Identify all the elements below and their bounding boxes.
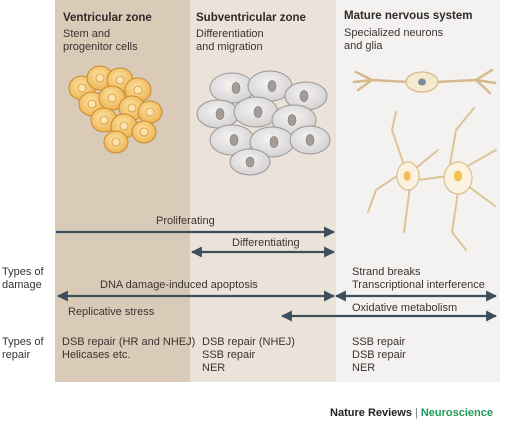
mature-damage-types: Strand breaks Transcriptional interferen… [352, 266, 485, 291]
mature-system-subtitle: Specialized neurons and glia [344, 27, 444, 52]
mature-repair-types: SSB repair DSB repair NER [352, 336, 406, 374]
journal-name: Neuroscience [420, 407, 493, 419]
ventricular-repair-types: DSB repair (HR and NHEJ) Helicases etc. [62, 336, 196, 361]
repair-row-label: Types of repair [2, 336, 44, 361]
differentiating-label: Differentiating [232, 237, 300, 249]
bipolar-neuron [352, 68, 497, 95]
migrating-cell-cluster [196, 70, 331, 176]
multipolar-neurons [367, 107, 497, 251]
migrating-cell-nuclei [215, 80, 315, 168]
oxidative-metabolism-label: Oxidative metabolism [352, 302, 458, 314]
subventricular-repair-types: DSB repair (NHEJ) SSB repair NER [202, 336, 295, 374]
damage-row-label: Types of damage [2, 266, 44, 291]
ventricular-zone-title: Ventricular zone [63, 12, 152, 24]
progenitor-cell-nuclei [77, 73, 155, 147]
subventricular-zone-subtitle: Differentiation and migration [196, 28, 264, 53]
credit-separator: | [414, 407, 418, 419]
publisher-name: Nature Reviews [330, 407, 412, 419]
publisher-credit: Nature Reviews|Neuroscience [330, 407, 493, 419]
process-arrows [56, 226, 498, 322]
subventricular-zone-title: Subventricular zone [196, 12, 306, 24]
apoptosis-label: DNA damage-induced apoptosis [100, 279, 258, 291]
ventricular-zone-panel [55, 0, 190, 382]
ventricular-zone-subtitle: Stem and progenitor cells [63, 28, 138, 53]
proliferating-label: Proliferating [156, 215, 215, 227]
replicative-stress-label: Replicative stress [68, 306, 155, 318]
mature-system-title: Mature nervous system [344, 10, 473, 22]
